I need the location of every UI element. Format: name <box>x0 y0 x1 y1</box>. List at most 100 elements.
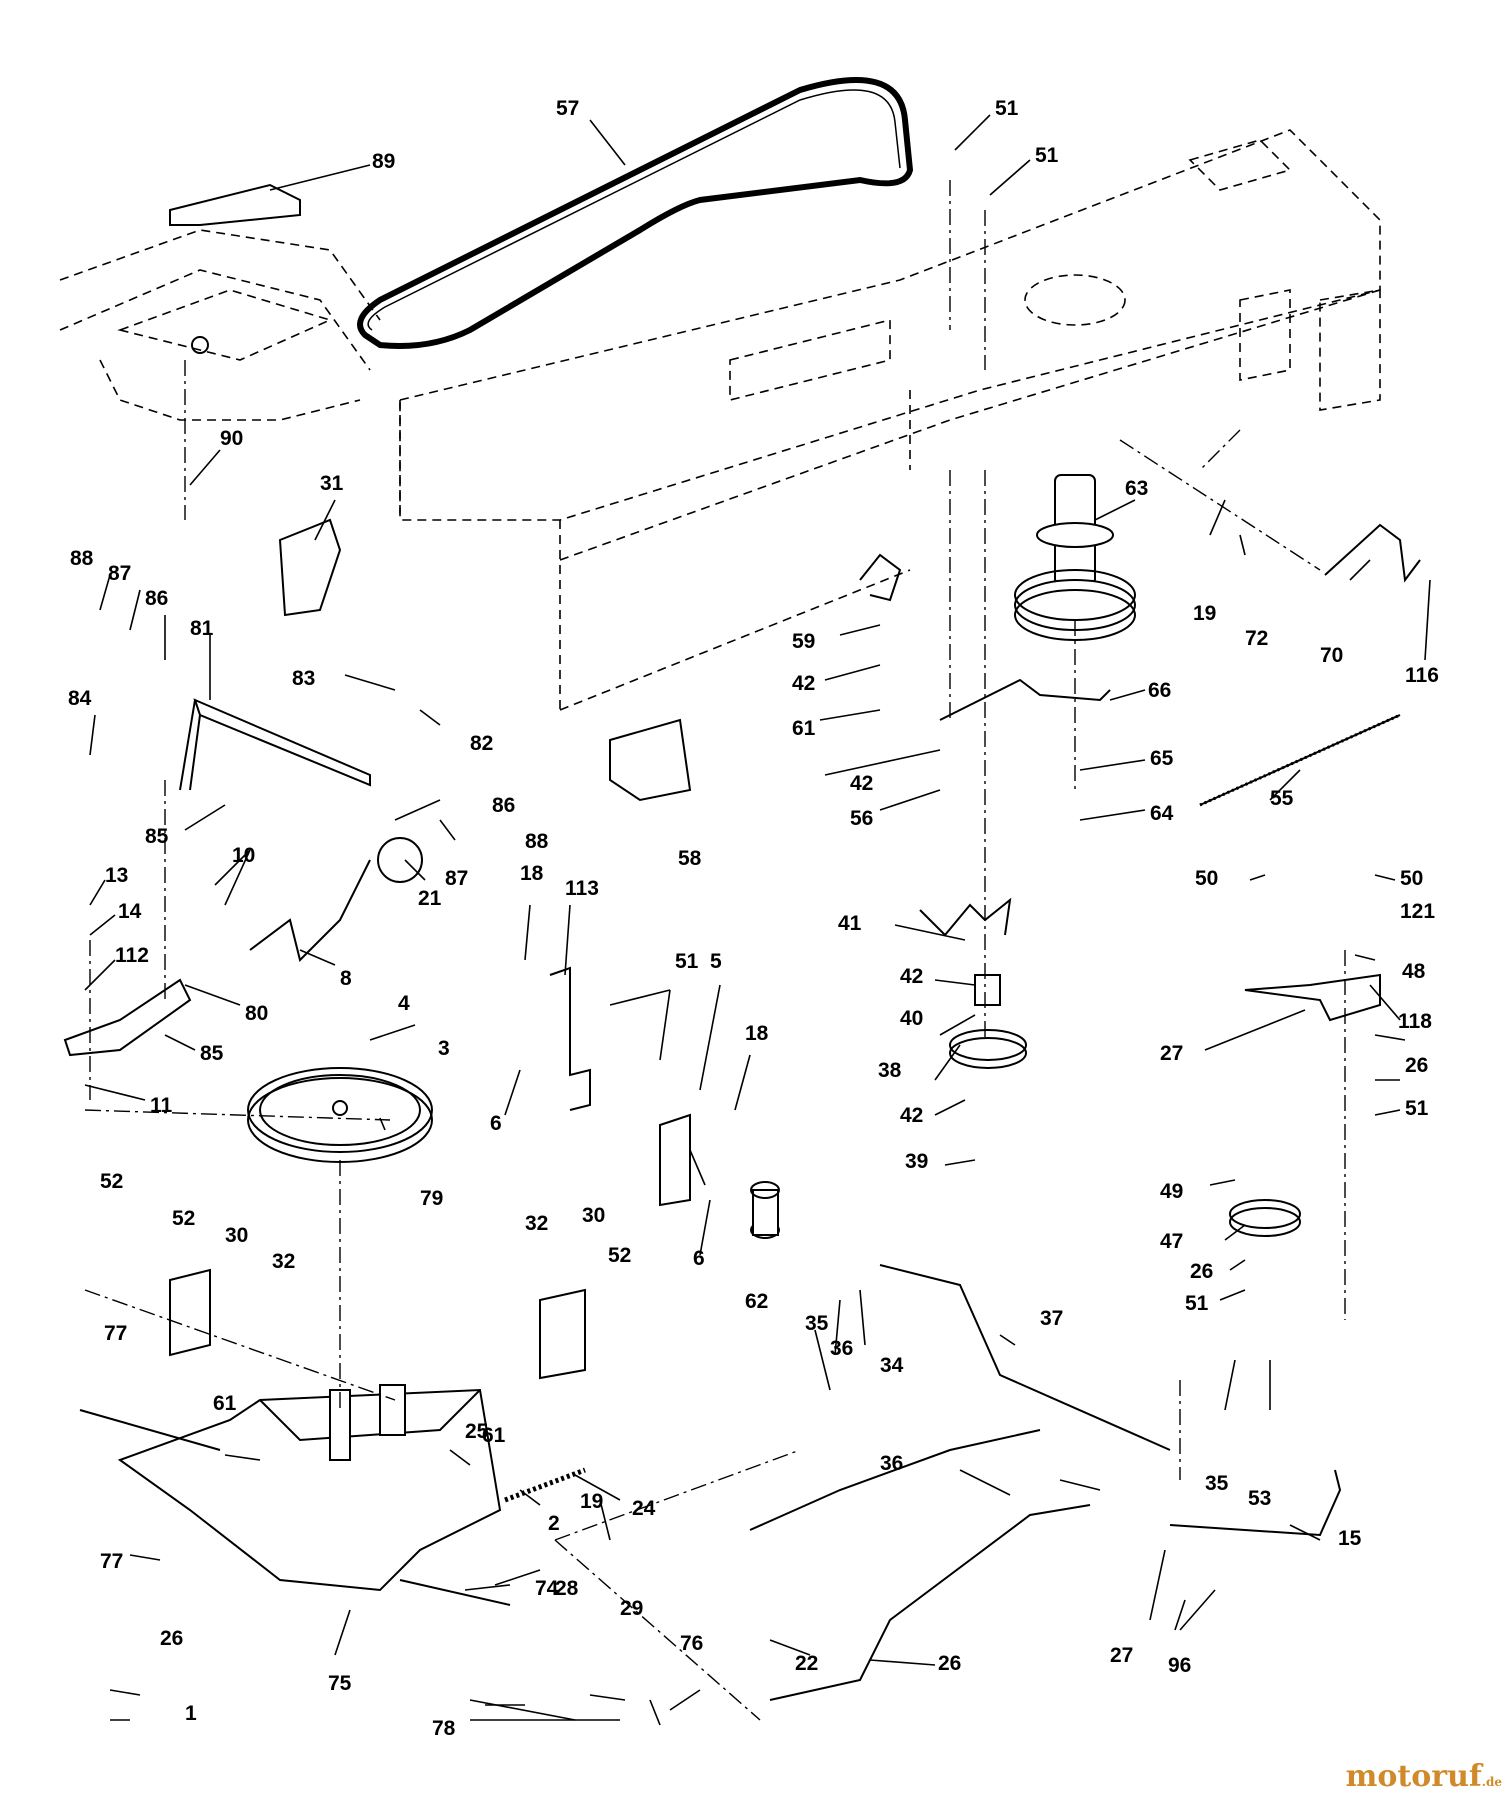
belt-keeper <box>919 897 1012 937</box>
callout-label: 10 <box>232 844 255 867</box>
transaxle-assembly <box>79 1384 511 1606</box>
callout-label: 112 <box>115 944 149 967</box>
center-lines <box>84 180 1346 1721</box>
callout-label: 48 <box>1402 960 1426 983</box>
idler-pulley-lower <box>1229 1199 1301 1237</box>
callout-label: 41 <box>838 912 862 935</box>
callout-label: 27 <box>1160 1042 1183 1065</box>
callout-label: 78 <box>432 1717 456 1740</box>
shift-rod <box>749 1429 1041 1531</box>
lever-knob <box>377 837 423 883</box>
belt-guide <box>859 553 902 602</box>
callout-label: 116 <box>1405 664 1439 687</box>
callout-label: 22 <box>795 1652 818 1675</box>
callout-label: 51 <box>675 950 699 973</box>
callout-label: 72 <box>1245 627 1268 650</box>
callout-label: 77 <box>104 1322 127 1345</box>
callout-label: 51 <box>1035 144 1059 167</box>
callout-label: 61 <box>482 1424 506 1447</box>
callout-label: 47 <box>1160 1230 1183 1253</box>
callout-label: 26 <box>1405 1054 1428 1077</box>
watermark-logo: motoruf.de <box>1345 1759 1502 1794</box>
callout-label: 77 <box>100 1550 123 1573</box>
callout-label: 74 <box>535 1577 559 1600</box>
callout-label: 18 <box>520 862 544 885</box>
lever-bracket <box>63 978 192 1057</box>
support-bracket-right <box>549 966 591 1111</box>
callout-label: 86 <box>492 794 515 817</box>
callout-label: 35 <box>805 1312 829 1335</box>
callout-label: 52 <box>172 1207 195 1230</box>
callout-label: 70 <box>1320 644 1343 667</box>
callout-label: 28 <box>555 1577 579 1600</box>
callout-label: 36 <box>830 1337 853 1360</box>
callout-label: 50 <box>1195 867 1218 890</box>
callout-label: 42 <box>900 965 923 988</box>
support-bracket-center <box>659 1113 691 1207</box>
compression-spring <box>504 1467 586 1503</box>
callout-label: 8 <box>340 967 352 990</box>
callout-label: 51 <box>1405 1097 1429 1120</box>
callout-label: 79 <box>420 1187 443 1210</box>
clip-bracket <box>609 718 692 802</box>
callout-label: 59 <box>792 630 815 653</box>
shift-plate <box>169 183 301 226</box>
drive-belt <box>357 77 914 349</box>
callout-label: 52 <box>100 1170 123 1193</box>
callout-label: 63 <box>1125 477 1148 500</box>
callout-label: 14 <box>118 900 142 923</box>
fender-outline <box>59 229 381 421</box>
callout-label: 6 <box>490 1112 502 1135</box>
callout-label: 90 <box>220 427 243 450</box>
callout-label: 57 <box>556 97 579 120</box>
callout-label: 53 <box>1248 1487 1271 1510</box>
callout-label: 21 <box>418 887 442 910</box>
callout-label: 42 <box>900 1104 923 1127</box>
callout-label: 24 <box>632 1497 656 1520</box>
callout-label: 15 <box>1338 1527 1362 1550</box>
callout-label: 2 <box>548 1512 560 1535</box>
callout-label: 19 <box>580 1490 603 1513</box>
callout-label: 61 <box>792 717 816 740</box>
callout-label: 86 <box>145 587 168 610</box>
callout-label: 58 <box>678 847 702 870</box>
callout-label: 87 <box>445 867 468 890</box>
callout-label: 49 <box>1160 1180 1183 1203</box>
callout-label: 52 <box>608 1244 631 1267</box>
callout-label: 65 <box>1150 747 1174 770</box>
callout-label: 30 <box>225 1224 248 1247</box>
callout-label: 19 <box>1193 602 1216 625</box>
callout-label: 118 <box>1398 1010 1432 1033</box>
callout-label: 61 <box>213 1392 237 1415</box>
callout-label: 82 <box>470 732 493 755</box>
callout-label: 87 <box>108 562 131 585</box>
clutch-rod <box>879 1264 1171 1451</box>
transaxle-pulley <box>247 1067 433 1163</box>
callout-label: 42 <box>792 672 815 695</box>
callout-labels: 57 89 51 51 90 31 63 19 72 70 116 88 87 … <box>68 97 1439 1740</box>
callout-label: 34 <box>880 1354 904 1377</box>
callout-label: 3 <box>438 1037 450 1060</box>
frame-chassis <box>399 129 1381 711</box>
return-wire <box>1324 523 1421 583</box>
callout-label: 26 <box>938 1652 961 1675</box>
callout-label: 1 <box>185 1702 197 1725</box>
callout-label: 50 <box>1400 867 1423 890</box>
callout-label: 88 <box>525 830 549 853</box>
idler-wire <box>939 678 1111 721</box>
callout-label: 26 <box>160 1627 183 1650</box>
callout-label: 32 <box>525 1212 548 1235</box>
spacer-tube <box>750 1181 780 1239</box>
callout-label: 36 <box>880 1452 903 1475</box>
engine-pulley <box>1014 474 1136 641</box>
callout-label: 121 <box>1400 900 1435 923</box>
callout-label: 96 <box>1168 1654 1191 1677</box>
callout-label: 81 <box>190 617 214 640</box>
callout-leaders <box>84 114 1431 1726</box>
shift-lever <box>249 859 371 962</box>
callout-label: 13 <box>105 864 128 887</box>
cross-shaft <box>193 698 371 787</box>
callout-label: 5 <box>710 950 722 973</box>
callout-label: 40 <box>900 1007 923 1030</box>
